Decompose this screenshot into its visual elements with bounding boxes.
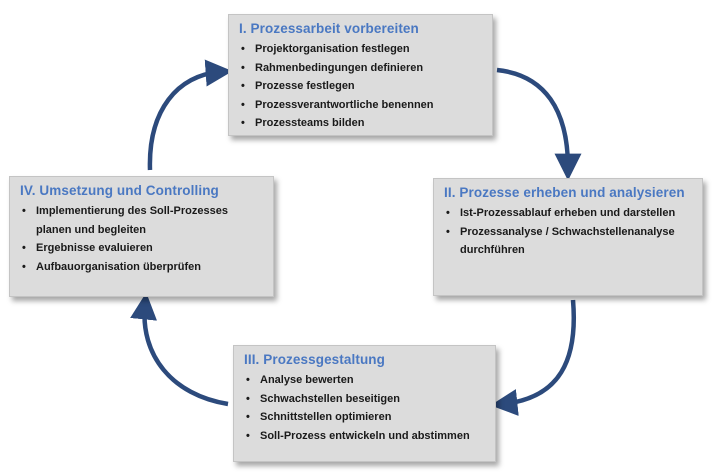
phase-list-1: Projektorganisation festlegen Rahmenbedi… [239,40,484,133]
list-item: Prozessanalyse / Schwachstellenanalyse d… [444,223,694,260]
phase-list-3: Analyse bewerten Schwachstellen beseitig… [244,371,487,445]
phase-box-1: I. Prozessarbeit vorbereiten Projektorga… [228,14,493,136]
list-item: Implementierung des Soll-Prozesses plane… [20,202,265,239]
arrow-ii-to-iii [490,299,576,416]
phase-box-3: III. Prozessgestaltung Analyse bewerten … [233,345,496,462]
arrow-iii-to-iv [130,292,229,407]
list-item: Schwachstellen beseitigen [244,390,487,409]
list-item: Prozessverantwortliche benennen [239,96,484,115]
phase-list-4: Implementierung des Soll-Prozesses plane… [20,202,265,276]
list-item: Ist-Prozessablauf erheben und darstellen [444,204,694,223]
list-item: Ergebnisse evaluieren [20,239,265,258]
list-item: Analyse bewerten [244,371,487,390]
phase-title-3: III. Prozessgestaltung [244,352,385,367]
list-item: Projektorganisation festlegen [239,40,484,59]
phase-title-1: I. Prozessarbeit vorbereiten [239,21,419,36]
phase-box-2: II. Prozesse erheben und analysieren Ist… [433,178,703,296]
list-item: Aufbauorganisation überprüfen [20,258,265,277]
list-item: Rahmenbedingungen definieren [239,59,484,78]
phase-title-2: II. Prozesse erheben und analysieren [444,185,685,200]
list-item: Soll-Prozess entwickeln und abstimmen [244,427,487,446]
phase-box-4: IV. Umsetzung und Controlling Implementi… [9,176,274,297]
arrow-i-to-ii [496,67,582,181]
arrow-iv-to-i [147,59,233,171]
phase-list-2: Ist-Prozessablauf erheben und darstellen… [444,204,694,260]
list-item: Schnittstellen optimieren [244,408,487,427]
list-item: Prozessteams bilden [239,114,484,133]
list-item: Prozesse festlegen [239,77,484,96]
phase-title-4: IV. Umsetzung und Controlling [20,183,219,198]
